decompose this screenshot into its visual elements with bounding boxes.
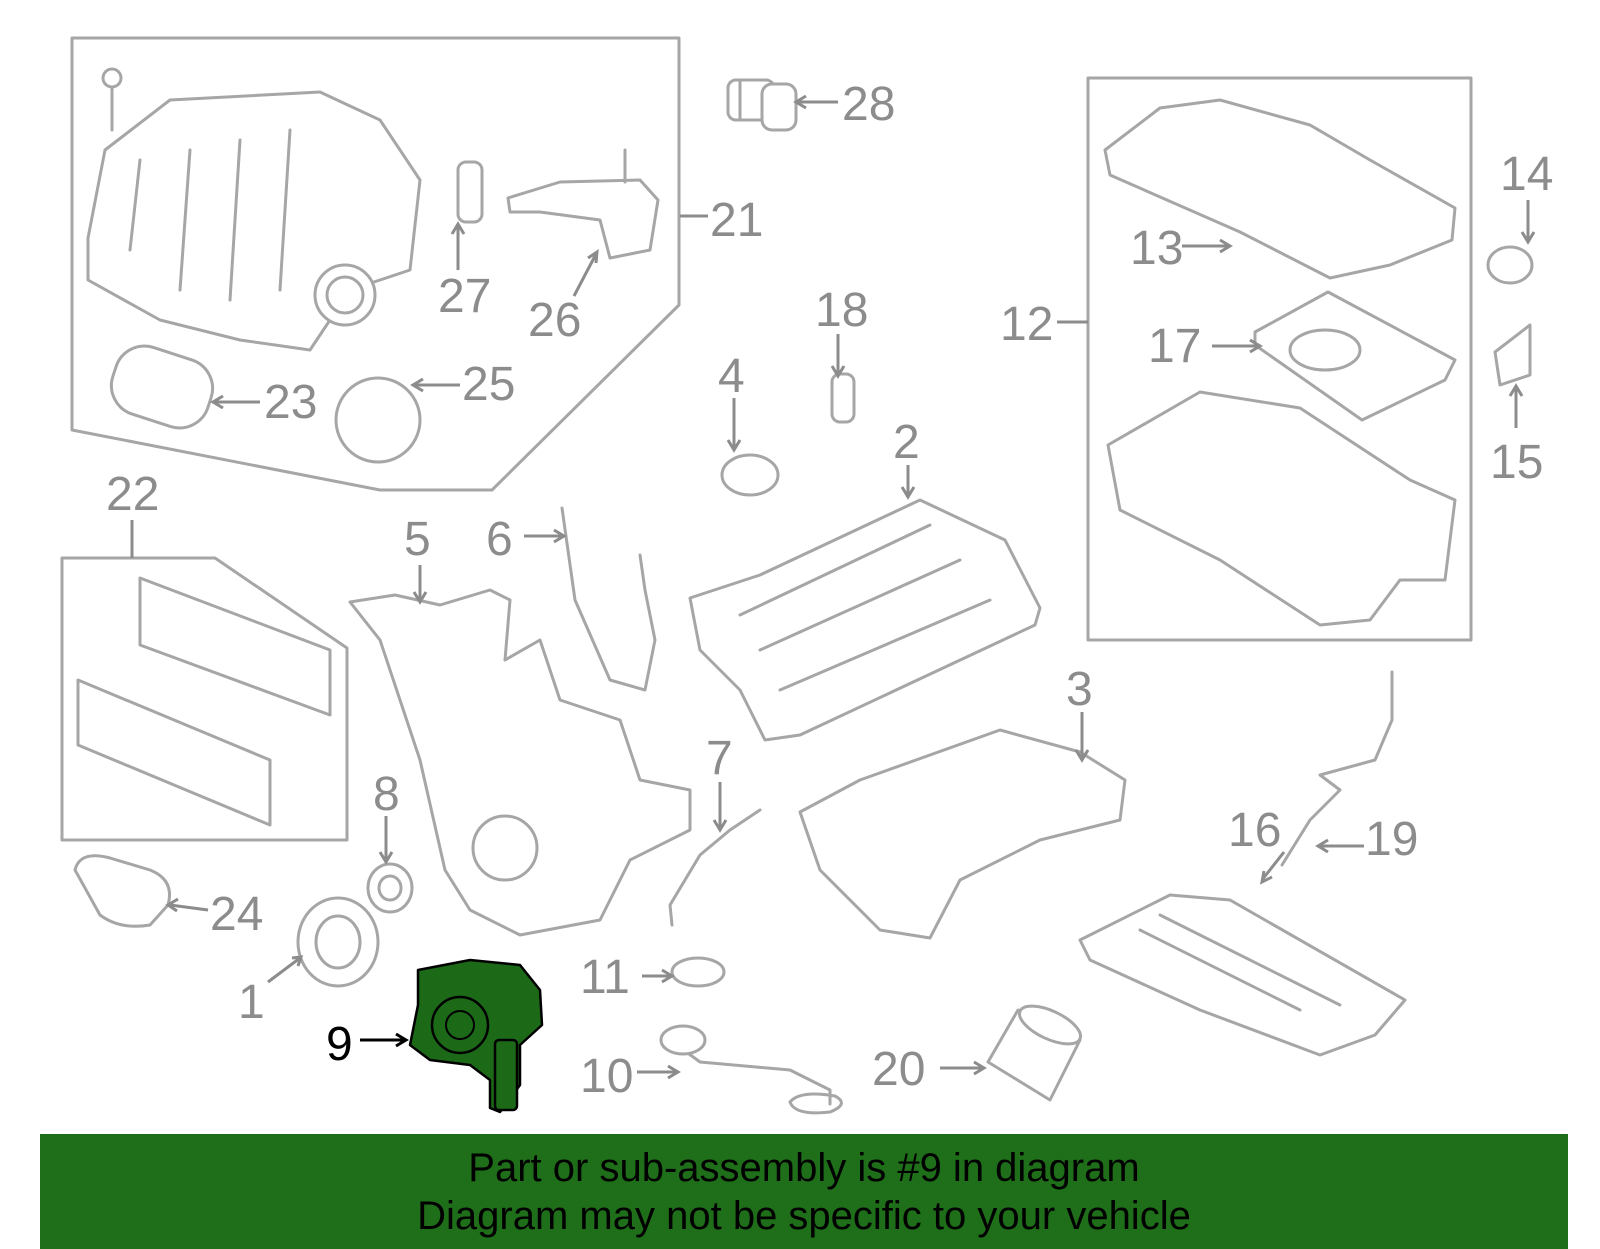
- label-23: 23: [264, 376, 317, 429]
- part-19-dipstick-tube[interactable]: [1280, 670, 1394, 867]
- group-box-intake-manifold: [70, 36, 681, 492]
- group-box-gaskets: [60, 556, 349, 842]
- group-box-oil-pan: [1086, 76, 1473, 642]
- label-27: 27: [438, 270, 491, 323]
- label-28: 28: [842, 78, 895, 131]
- label-14: 14: [1500, 148, 1553, 201]
- label-21: 21: [710, 194, 763, 247]
- label-1: 1: [238, 976, 265, 1029]
- label-12: 12: [1000, 298, 1053, 351]
- label-24: 24: [210, 888, 263, 941]
- label-2: 2: [893, 416, 920, 469]
- part-12-oil-pan[interactable]: [1106, 390, 1457, 627]
- banner-line-2: Diagram may not be specific to your vehi…: [417, 1193, 1191, 1238]
- part-3-gasket[interactable]: [798, 728, 1127, 940]
- part-13-gasket[interactable]: [1103, 98, 1457, 280]
- label-7: 7: [706, 732, 733, 785]
- label-5: 5: [404, 513, 431, 566]
- label-6: 6: [486, 513, 513, 566]
- banner-line-1: Part or sub-assembly is #9 in diagram: [468, 1145, 1140, 1190]
- label-8: 8: [373, 768, 400, 821]
- part-7-gasket[interactable]: [668, 808, 762, 927]
- label-4: 4: [718, 350, 745, 403]
- part-17-baffle[interactable]: [1253, 290, 1457, 422]
- label-15: 15: [1490, 436, 1543, 489]
- part-26-bracket[interactable]: [506, 148, 660, 260]
- label-20: 20: [872, 1043, 925, 1096]
- part-25-gasket[interactable]: [334, 376, 422, 464]
- part-15-clip[interactable]: [1493, 323, 1532, 387]
- label-9: 9: [326, 1018, 353, 1071]
- label-10: 10: [580, 1050, 633, 1103]
- part-23-gasket[interactable]: [104, 338, 221, 435]
- label-17: 17: [1148, 320, 1201, 373]
- label-19: 19: [1365, 813, 1418, 866]
- label-13: 13: [1130, 222, 1183, 275]
- leader-lines: [130, 94, 1536, 1080]
- part-5-seal-bore: [471, 814, 539, 882]
- label-18: 18: [815, 284, 868, 337]
- part-1-pulley[interactable]: [296, 896, 380, 988]
- part-21-intake-manifold[interactable]: [86, 67, 422, 352]
- info-banner: Part or sub-assembly is #9 in diagram Di…: [40, 1134, 1568, 1249]
- label-11: 11: [580, 951, 630, 1004]
- part-28-sensor[interactable]: [726, 78, 798, 132]
- label-25: 25: [462, 358, 515, 411]
- part-14-drain-plug[interactable]: [1486, 245, 1534, 285]
- part-24-gasket[interactable]: [73, 854, 171, 928]
- label-26: 26: [528, 294, 581, 347]
- part-11-o-ring[interactable]: [670, 956, 726, 988]
- part-16-windage-tray[interactable]: [1078, 893, 1407, 1057]
- part-6-gasket[interactable]: [560, 506, 657, 692]
- part-5-timing-cover[interactable]: [348, 588, 692, 937]
- label-3: 3: [1066, 663, 1093, 716]
- part-2-valve-cover[interactable]: [688, 498, 1042, 742]
- label-22: 22: [106, 468, 159, 521]
- part-18-sensor[interactable]: [830, 372, 856, 424]
- part-4-oil-cap[interactable]: [720, 453, 780, 497]
- part-22-gasket-set[interactable]: [76, 576, 332, 827]
- label-16: 16: [1228, 804, 1281, 857]
- part-8-seal[interactable]: [366, 862, 414, 914]
- part-27-seal[interactable]: [456, 160, 484, 224]
- part-20-oil-filter[interactable]: [986, 998, 1086, 1102]
- part-9-oil-pump[interactable]: [408, 958, 544, 1114]
